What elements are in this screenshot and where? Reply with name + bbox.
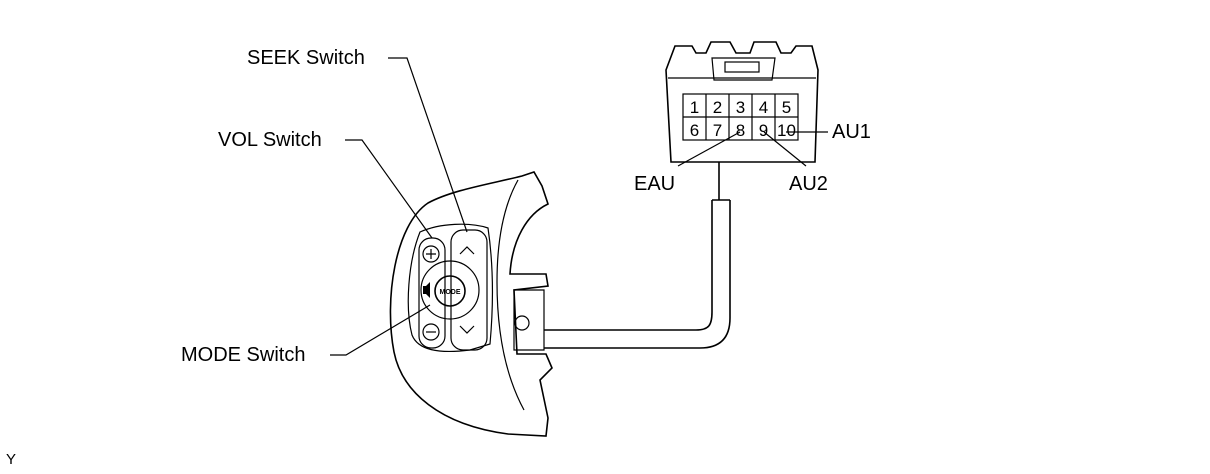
pin-6: 6 <box>690 121 699 140</box>
pin-9: 9 <box>759 121 768 140</box>
vol-minus-icon <box>422 323 440 341</box>
pin-4: 4 <box>759 98 768 117</box>
harness-wire <box>544 162 731 349</box>
pin-2: 2 <box>713 98 722 117</box>
pin-3: 3 <box>736 98 745 117</box>
seek-down-icon <box>459 325 475 334</box>
au1-label: AU1 <box>832 121 871 143</box>
pin-8: 8 <box>736 121 745 140</box>
connector: 1 2 3 4 5 6 7 8 9 10 <box>665 41 819 163</box>
mode-button-label: MODE <box>440 289 461 296</box>
vol-plus-icon <box>422 245 440 263</box>
mode-switch-label: MODE Switch <box>181 344 306 366</box>
leader-lines <box>330 57 828 356</box>
pin-1: 1 <box>690 98 699 117</box>
pin-7: 7 <box>713 121 722 140</box>
pin-5: 5 <box>782 98 791 117</box>
pin-10: 10 <box>777 121 796 140</box>
vol-switch-label: VOL Switch <box>218 129 322 151</box>
seek-switch[interactable] <box>450 229 488 351</box>
mode-switch[interactable]: MODE <box>420 260 480 320</box>
corner-mark: Y <box>6 451 17 468</box>
speaker-icon <box>423 282 430 298</box>
seek-switch-label: SEEK Switch <box>247 47 365 69</box>
steering-pad-switch: MODE <box>389 171 553 437</box>
au2-label: AU2 <box>789 173 828 195</box>
eau-label: EAU <box>634 173 676 195</box>
seek-up-icon <box>459 246 475 255</box>
